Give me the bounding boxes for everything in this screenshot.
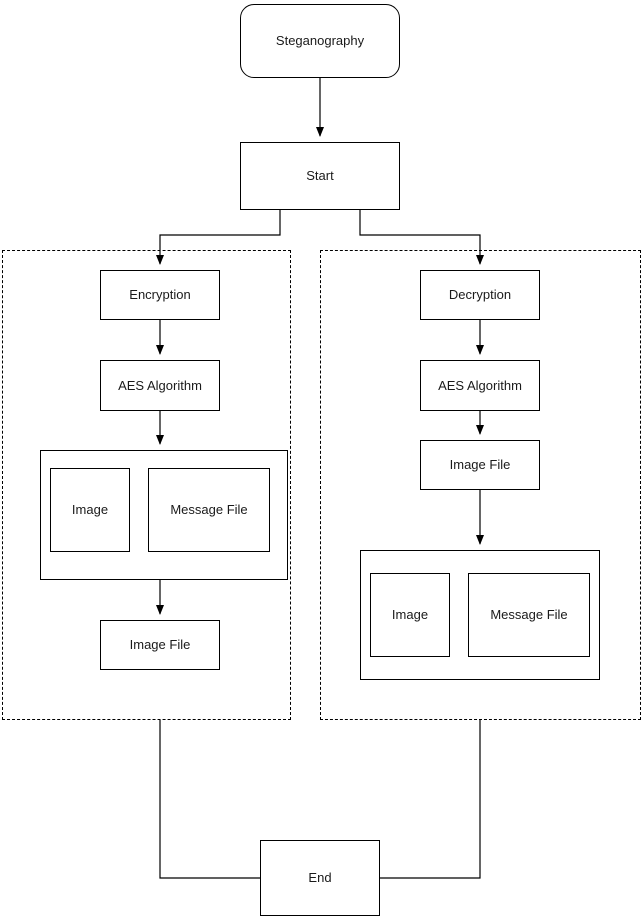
node-aes-algorithm-decrypt[interactable]: AES Algorithm <box>420 360 540 411</box>
node-image-decrypt-label: Image <box>391 607 429 623</box>
node-start-label: Start <box>306 168 334 184</box>
node-encryption-label: Encryption <box>129 287 191 303</box>
node-end-label: End <box>308 870 332 886</box>
node-image-file-decrypt[interactable]: Image File <box>420 440 540 490</box>
connector-left-region-to-end <box>159 720 260 879</box>
node-decryption[interactable]: Decryption <box>420 270 540 320</box>
region-encryption <box>2 250 291 720</box>
node-encryption[interactable]: Encryption <box>100 270 220 320</box>
connector-right-region-to-end <box>380 720 481 879</box>
node-aes-algorithm-encrypt-label: AES Algorithm <box>118 377 202 393</box>
node-image-encrypt[interactable]: Image <box>50 468 130 552</box>
node-decryption-label: Decryption <box>448 287 512 303</box>
node-aes-algorithm-decrypt-label: AES Algorithm <box>438 377 522 393</box>
node-image-encrypt-label: Image <box>71 502 109 518</box>
node-image-decrypt[interactable]: Image <box>370 573 450 657</box>
node-image-file-encrypt[interactable]: Image File <box>100 620 220 670</box>
node-message-file-encrypt-label: Message File <box>170 502 248 518</box>
node-start[interactable]: Start <box>240 142 400 210</box>
node-steganography-label: Steganography <box>275 33 365 49</box>
node-image-file-decrypt-label: Image File <box>449 457 511 473</box>
node-aes-algorithm-encrypt[interactable]: AES Algorithm <box>100 360 220 411</box>
node-message-file-encrypt[interactable]: Message File <box>148 468 270 552</box>
node-message-file-decrypt-label: Message File <box>490 607 568 623</box>
region-decryption <box>320 250 641 720</box>
node-image-file-encrypt-label: Image File <box>129 637 191 653</box>
node-end[interactable]: End <box>260 840 380 916</box>
node-message-file-decrypt[interactable]: Message File <box>468 573 590 657</box>
node-steganography[interactable]: Steganography <box>240 4 400 78</box>
